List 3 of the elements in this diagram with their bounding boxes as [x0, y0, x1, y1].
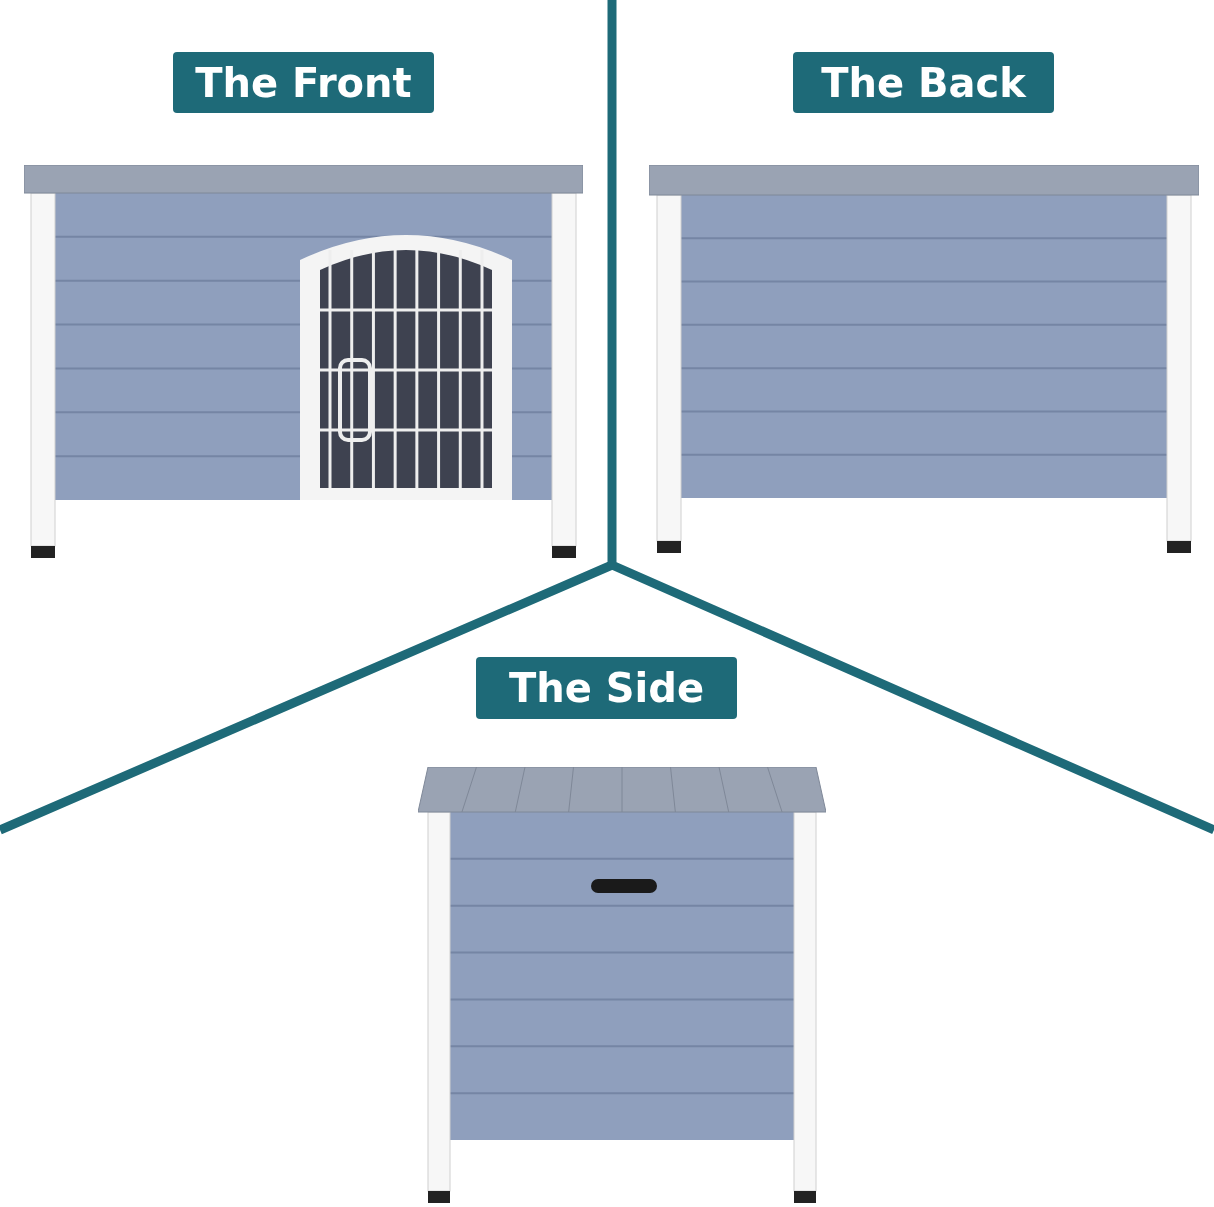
view-title-badge: The Front: [173, 52, 434, 113]
view-title-badge: The Back: [793, 52, 1054, 113]
view-title-badge: The Side: [476, 657, 737, 719]
